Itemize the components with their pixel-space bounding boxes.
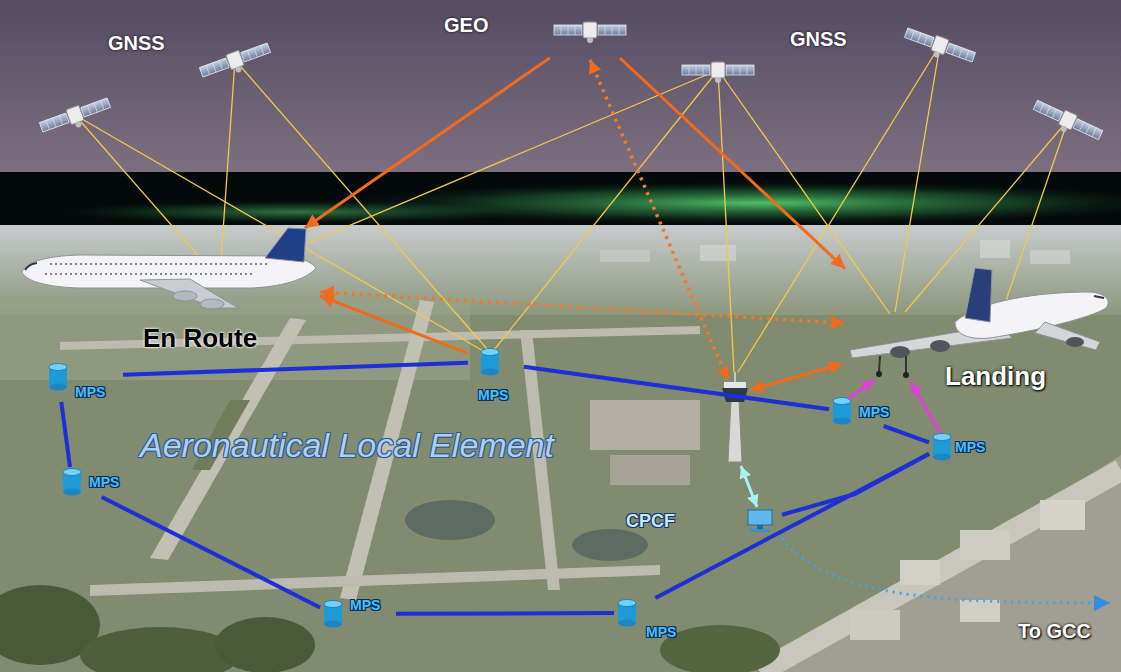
gnss-satellite <box>902 25 977 69</box>
aircraft-node: Landing <box>845 262 1113 396</box>
gnss-satellite <box>198 40 273 84</box>
mps-station <box>933 434 951 461</box>
constellation-label: GNSS <box>790 28 847 51</box>
a380-aircraft <box>22 228 316 309</box>
node-text: GEO <box>444 14 488 37</box>
signal-arrow <box>305 58 550 228</box>
mps-aircraft-link <box>911 382 940 433</box>
network-link <box>782 454 929 515</box>
gnss-satellite <box>38 95 113 139</box>
network-link <box>123 363 468 375</box>
node-text: MPS <box>350 597 380 613</box>
gnss-signal-lines <box>75 45 1068 372</box>
airport-photo <box>0 225 1121 672</box>
mps-station <box>833 398 851 425</box>
gnss-satellite <box>1030 98 1104 147</box>
node-text: MPS <box>859 404 889 420</box>
node-text: MPS <box>646 624 676 640</box>
mps-station <box>618 600 636 627</box>
network-link <box>61 402 70 467</box>
mps-node: MPS <box>320 597 396 629</box>
aircraft-node: En Route <box>15 228 320 362</box>
mps-station <box>49 364 67 391</box>
mps-node: MPS <box>59 467 135 497</box>
geo-tower-link <box>590 60 728 380</box>
node-text: MPS <box>955 439 985 455</box>
gnss-satellite <box>682 62 754 83</box>
network-link <box>396 611 614 616</box>
cpcf-node: CPCF <box>622 505 782 537</box>
signal-arrow <box>620 58 845 269</box>
satellite-node: GEO <box>440 8 630 58</box>
mps-node: MPS <box>929 432 1001 462</box>
network-link <box>884 426 929 442</box>
destination-label: To GCC <box>1018 620 1091 643</box>
node-text: En Route <box>143 324 257 354</box>
node-text: MPS <box>75 384 105 400</box>
node-text: Landing <box>945 362 1046 392</box>
control-tower <box>722 372 748 462</box>
cpcf-tower-link <box>741 466 757 507</box>
mps-node: MPS <box>45 362 123 402</box>
region-label: Aeronautical Local Element <box>140 426 554 465</box>
node-text: MPS <box>89 474 119 490</box>
constellation-label: GNSS <box>108 32 165 55</box>
tower-aircraft-link <box>750 364 842 390</box>
sky-band <box>0 0 1121 172</box>
node-text: MPS <box>478 387 508 403</box>
node-text: CPCF <box>626 511 675 532</box>
mps-station <box>324 601 342 628</box>
network-link <box>655 454 929 598</box>
datalink-arrow <box>320 292 845 323</box>
network-link <box>102 497 320 607</box>
aurora-glow <box>40 200 560 224</box>
signal-arrow <box>320 296 468 354</box>
mps-station <box>63 469 81 496</box>
network-link <box>524 367 829 409</box>
cpcf-computer <box>748 510 772 532</box>
mps-station <box>481 349 499 376</box>
mps-aircraft-link <box>848 380 874 399</box>
mps-node: MPS <box>829 398 901 426</box>
mps-node: MPS <box>614 598 692 642</box>
geo-satellite <box>554 22 626 43</box>
mps-node: MPS <box>468 347 524 407</box>
gcc-link <box>782 538 1110 603</box>
